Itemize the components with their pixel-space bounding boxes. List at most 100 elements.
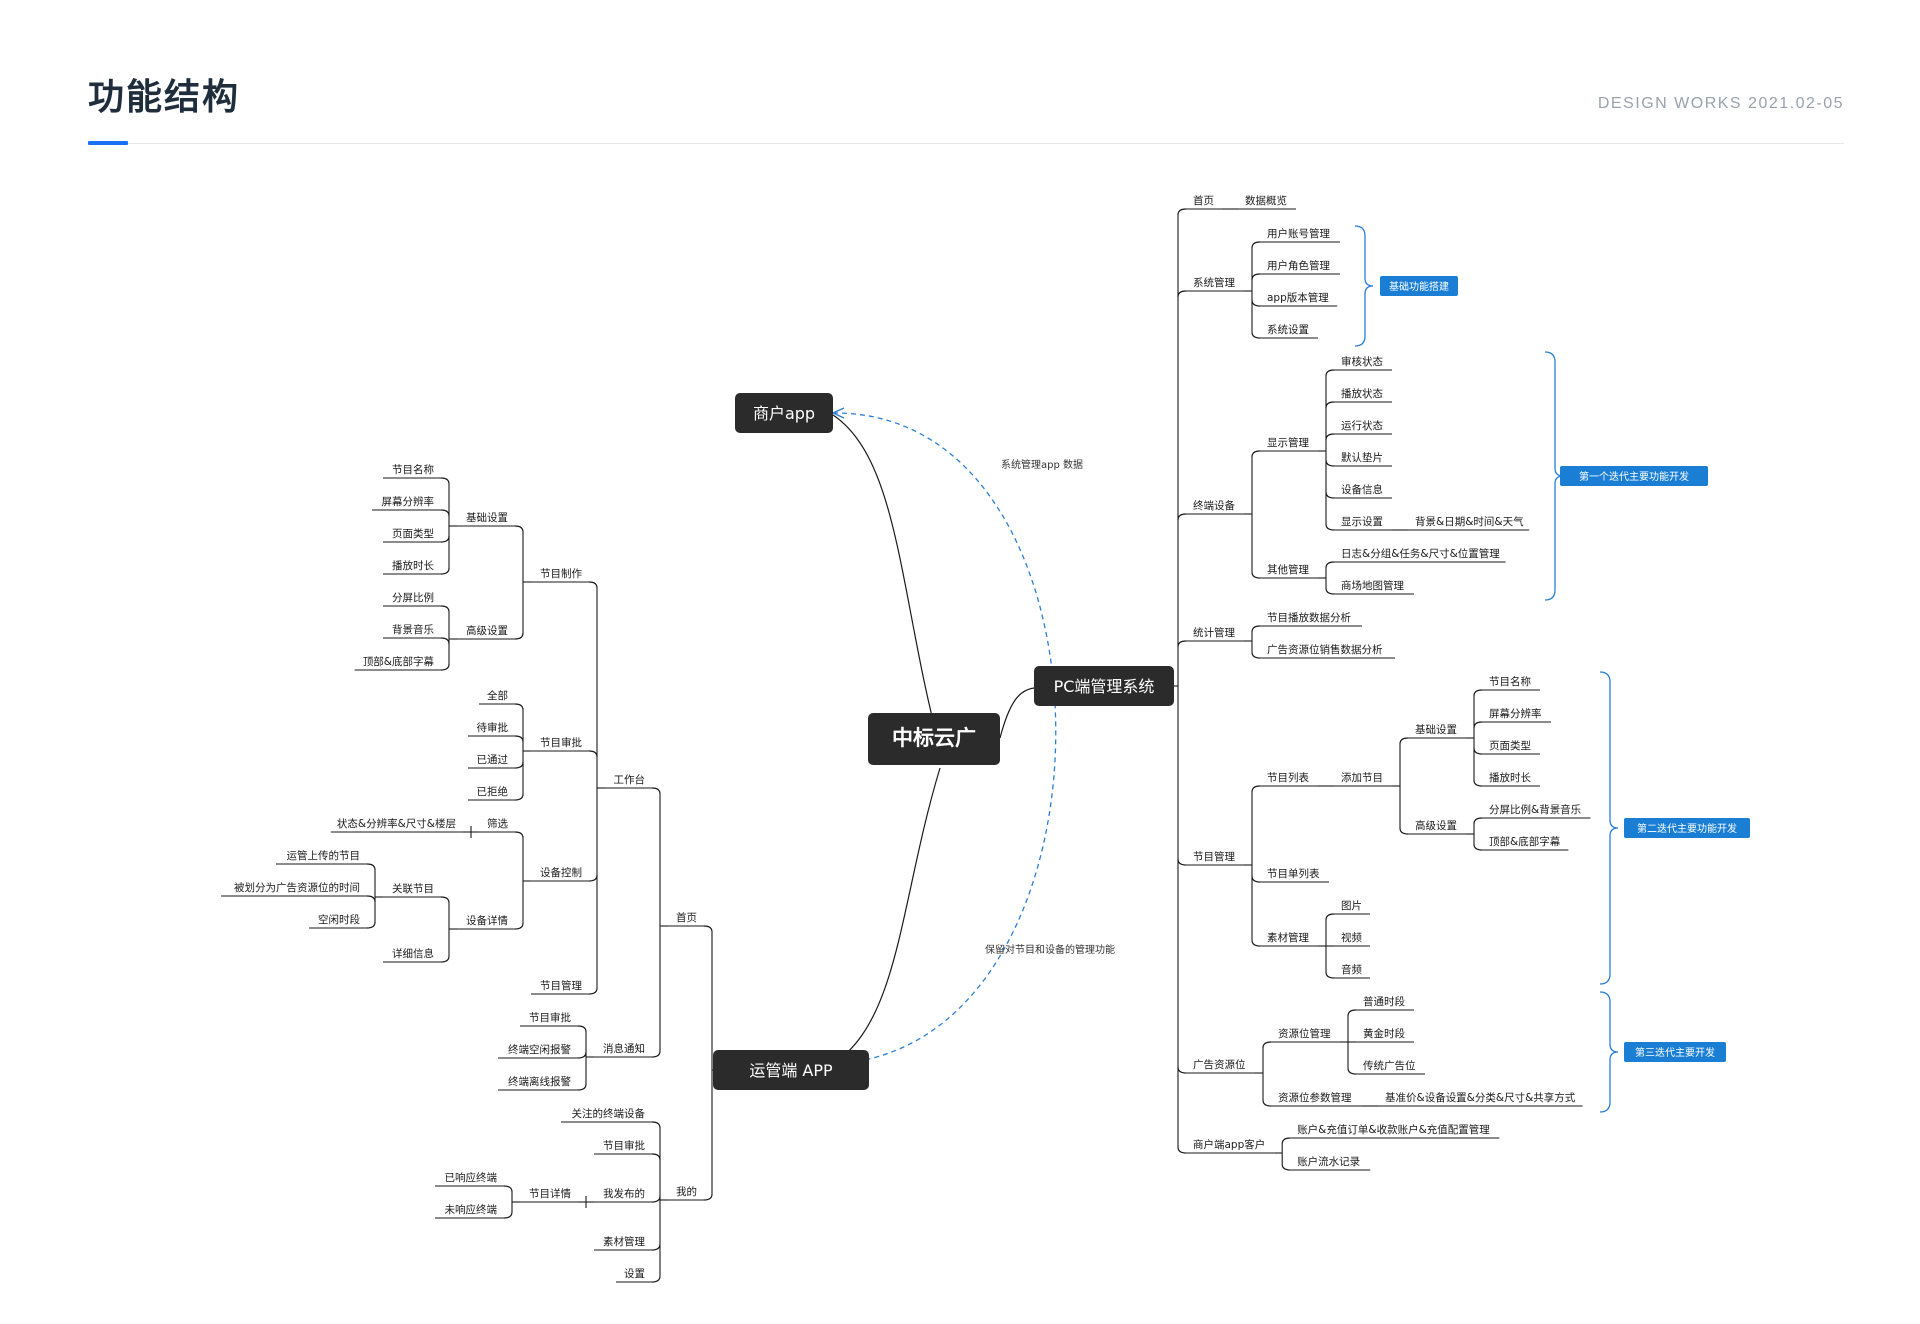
map-branch-curve [1177, 858, 1187, 866]
node-label: 资源位管理 [1278, 1027, 1331, 1040]
root-node-box [868, 713, 1000, 765]
map-branch-curve [588, 581, 598, 589]
node-label: app版本管理 [1267, 291, 1329, 304]
node-label: 高级设置 [1415, 819, 1457, 832]
node-label: 设置 [624, 1268, 645, 1280]
map-branch-curve [366, 895, 376, 903]
iteration-2-tag [1624, 818, 1750, 838]
map-branch-curve [832, 414, 941, 749]
pc-stats: 统计管理 [1193, 626, 1235, 639]
map-branch-curve [1473, 843, 1483, 851]
node-label: 节目管理 [540, 979, 582, 992]
node-label: 顶部&底部字幕 [363, 655, 435, 668]
node-label: 素材管理 [1267, 931, 1309, 944]
map-branch-curve [514, 922, 524, 930]
pc-system-mgmt: 系统管理 [1193, 276, 1235, 289]
node-label: 素材管理 [603, 1235, 645, 1248]
map-branch-curve [1325, 491, 1335, 499]
map-branch-curve [1281, 1163, 1291, 1171]
map-branch-curve [440, 535, 450, 543]
map-branch-curve [588, 750, 598, 758]
map-branch-curve [1325, 971, 1335, 979]
node-label: 账户流水记录 [1297, 1155, 1360, 1168]
map-branch-curve [1177, 1066, 1187, 1074]
map-branch-curve [440, 637, 450, 645]
header-accent-bar [88, 141, 128, 145]
iteration-0-tag-label: 基础功能搭建 [1389, 280, 1449, 293]
node-label: 基础设置 [1415, 723, 1457, 736]
node-label: 关注的终端设备 [572, 1107, 646, 1120]
map-branch-curve [440, 567, 450, 575]
node-label: 视频 [1341, 931, 1363, 944]
node-label: 已通过 [477, 753, 509, 766]
map-branch-curve [1325, 401, 1335, 409]
node-label: 被划分为广告资源位的时间 [234, 881, 360, 894]
map-branch-curve [1177, 208, 1187, 216]
node-label: 屏幕分辨率 [382, 495, 435, 508]
node-label: 运管上传的节目 [287, 849, 361, 862]
map-branch-curve [1251, 785, 1261, 793]
map-branch-curve [1347, 1009, 1357, 1017]
map-branch-curve [503, 1211, 513, 1219]
node-label: 我发布的 [603, 1187, 645, 1200]
pc-system-node-box [1034, 666, 1174, 706]
node-label: 用户账号管理 [1267, 227, 1330, 240]
node-label: 屏幕分辨率 [1489, 707, 1542, 720]
map-branch-curve [1325, 561, 1335, 569]
node-label: 审核状态 [1341, 355, 1383, 368]
header-divider [88, 143, 1844, 144]
map-branch-curve [1325, 433, 1335, 441]
node-label: 播放状态 [1341, 387, 1383, 400]
map-branch-curve [1473, 689, 1483, 697]
node-label: 系统设置 [1267, 323, 1309, 336]
map-branch-curve [1251, 241, 1261, 249]
node-label: 日志&分组&任务&尺寸&位置管理 [1341, 547, 1500, 560]
node-label: 高级设置 [466, 624, 508, 637]
root-node-label: 中标云广 [892, 726, 976, 750]
map-branch-curve [1251, 299, 1261, 307]
map-branch-curve [366, 921, 376, 929]
map-branch-curve [440, 896, 450, 904]
node-label: 已拒绝 [477, 785, 509, 798]
map-branch-curve [503, 1185, 513, 1193]
node-label: 顶部&底部字幕 [1489, 835, 1561, 848]
ops-app-node-label: 运管端 APP [749, 1061, 833, 1080]
map-branch-curve [1177, 1146, 1187, 1154]
map-branch-curve [1251, 571, 1261, 579]
iteration-0-tag [1380, 276, 1458, 296]
iteration-3-bracket [1599, 991, 1619, 1113]
map-branch-curve [1473, 747, 1483, 755]
map-branch-curve [1473, 817, 1483, 825]
map-branch-curve [514, 525, 524, 533]
node-label: 背景音乐 [392, 623, 434, 636]
map-branch-curve [440, 477, 450, 485]
node-label: 节目详情 [529, 1187, 571, 1200]
node-label: 终端空闲报警 [508, 1043, 571, 1056]
ops-workbench: 工作台 [614, 773, 646, 786]
node-label: 账户&充值订单&收款账户&充值配置管理 [1297, 1123, 1490, 1136]
map-branch-curve [703, 925, 713, 933]
node-label: 传统广告位 [1363, 1059, 1416, 1072]
node-label: 黄金时段 [1363, 1027, 1405, 1040]
node-label: 基准价&设备设置&分类&尺寸&共享方式 [1385, 1091, 1576, 1104]
map-branch-curve [1473, 721, 1483, 729]
node-label: 节目列表 [1267, 771, 1309, 784]
iteration-3-tag [1624, 1042, 1726, 1062]
node-label: 节目制作 [540, 567, 582, 580]
node-label: 播放时长 [1489, 771, 1531, 784]
map-branch-curve [1347, 1067, 1357, 1075]
node-label: 其他管理 [1267, 563, 1309, 576]
map-branch-curve [1251, 273, 1261, 281]
node-label: 基础设置 [466, 511, 508, 524]
map-branch-curve [1251, 875, 1261, 883]
map-branch-curve [832, 767, 941, 1065]
node-label: 全部 [487, 689, 508, 702]
node-label: 用户角色管理 [1267, 259, 1330, 272]
node-label: 节目审批 [529, 1011, 571, 1024]
pc-ad-slot: 广告资源位 [1193, 1058, 1246, 1071]
pc-program: 节目管理 [1193, 850, 1235, 863]
map-branch-curve [577, 1083, 587, 1091]
map-branch-curve [1251, 331, 1261, 339]
map-branch-curve [651, 1121, 661, 1129]
